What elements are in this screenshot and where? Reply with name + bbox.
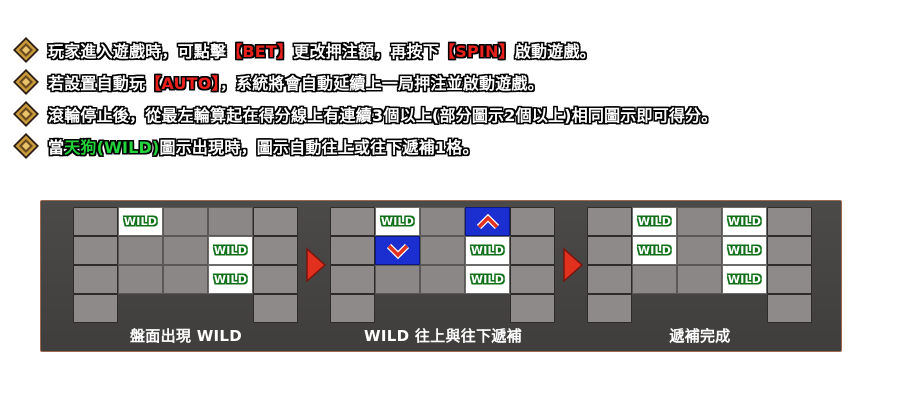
reel-cell — [677, 236, 722, 265]
diamond-bullet-icon — [13, 69, 39, 95]
wild-symbol: WILD — [722, 265, 767, 294]
reel-cell — [767, 236, 812, 265]
step-caption: WILD 往上與往下遞補 — [364, 327, 522, 345]
reel-grid-step-1: WILD WILD WILD — [73, 207, 299, 323]
reel-grid-step-2: WILD WILD WILD — [330, 207, 556, 323]
reel-cell — [510, 294, 555, 323]
reel-cell — [73, 294, 118, 323]
wild-symbol: WILD — [208, 265, 253, 294]
wild-symbol: WILD — [465, 236, 510, 265]
reel-cell — [330, 207, 375, 236]
step-caption: 遞補完成 — [669, 327, 731, 345]
wild-symbol: WILD — [375, 207, 420, 236]
reel-cell — [587, 236, 632, 265]
fill-up-cell — [465, 207, 510, 236]
rule-text: 當天狗(WILD)圖示出現時，圖示自動往上或往下遞補1格。 — [48, 138, 479, 157]
wild-symbol: WILD — [118, 207, 163, 236]
wild-symbol: WILD — [208, 236, 253, 265]
reel-cell — [587, 207, 632, 236]
reel-cell — [510, 265, 555, 294]
rule-item: 當天狗(WILD)圖示出現時，圖示自動往上或往下遞補1格。 — [10, 130, 895, 162]
reel-cell — [677, 207, 722, 236]
diamond-bullet-icon — [13, 101, 39, 127]
diamond-bullet-icon — [13, 37, 39, 63]
wild-symbol: WILD — [632, 207, 677, 236]
reel-cell — [587, 294, 632, 323]
wild-symbol: WILD — [632, 236, 677, 265]
reel-cell — [330, 265, 375, 294]
reel-cell — [767, 294, 812, 323]
up-arrow-icon — [476, 213, 499, 229]
reel-cell — [118, 236, 163, 265]
reel-cell — [767, 207, 812, 236]
next-step-arrow-icon — [306, 247, 327, 283]
reel-cell — [420, 265, 465, 294]
reel-grid-step-3: WILD WILD WILD WILD WILD — [587, 207, 813, 323]
reel-cell — [420, 236, 465, 265]
rule-item: 若設置自動玩【AUTO】，系統將會自動延續上一局押注並啟動遊戲。 — [10, 66, 895, 98]
reel-cell — [73, 207, 118, 236]
reel-cell — [767, 265, 812, 294]
reel-cell — [253, 294, 298, 323]
reel-cell — [253, 207, 298, 236]
reel-cell — [118, 265, 163, 294]
reel-cell — [163, 265, 208, 294]
reel-cell — [375, 265, 420, 294]
down-arrow-icon — [386, 243, 409, 259]
reel-cell — [208, 207, 253, 236]
rule-item: 滾輪停止後，從最左輪算起在得分線上有連續3個以上(部分圖示2個以上)相同圖示即可… — [10, 98, 895, 130]
reel-cell — [677, 265, 722, 294]
wild-demo-panel: WILD WILD WILD 盤面出現 WILD WILD — [40, 200, 842, 352]
rule-item: 玩家進入遊戲時，可點擊【BET】更改押注額，再按下【SPIN】啟動遊戲。 — [10, 34, 895, 66]
reel-cell — [420, 207, 465, 236]
reel-cell — [587, 265, 632, 294]
reel-cell — [73, 265, 118, 294]
diamond-bullet-icon — [13, 133, 39, 159]
next-step-arrow-icon — [563, 247, 584, 283]
reel-cell — [330, 236, 375, 265]
rule-text: 若設置自動玩【AUTO】，系統將會自動延續上一局押注並啟動遊戲。 — [48, 74, 544, 93]
wild-symbol: WILD — [722, 207, 767, 236]
step-caption: 盤面出現 WILD — [129, 327, 243, 345]
reel-cell — [253, 236, 298, 265]
rule-text: 滾輪停止後，從最左輪算起在得分線上有連續3個以上(部分圖示2個以上)相同圖示即可… — [48, 106, 718, 125]
rule-text: 玩家進入遊戲時，可點擊【BET】更改押注額，再按下【SPIN】啟動遊戲。 — [48, 42, 596, 61]
reel-cell — [253, 265, 298, 294]
reel-cell — [163, 207, 208, 236]
reel-cell — [330, 294, 375, 323]
reel-cell — [163, 236, 208, 265]
rules-list: 玩家進入遊戲時，可點擊【BET】更改押注額，再按下【SPIN】啟動遊戲。 若設置… — [10, 34, 895, 162]
reel-cell — [632, 265, 677, 294]
wild-symbol: WILD — [465, 265, 510, 294]
fill-down-cell — [375, 236, 420, 265]
reel-cell — [73, 236, 118, 265]
reel-cell — [510, 207, 555, 236]
wild-symbol: WILD — [722, 236, 767, 265]
reel-cell — [510, 236, 555, 265]
